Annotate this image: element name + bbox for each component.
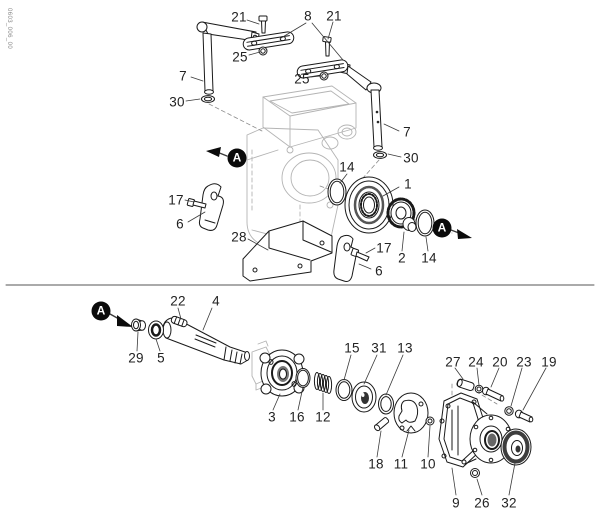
callout-bracket-6-right: 6 (375, 263, 383, 279)
callout-plug-26: 26 (474, 495, 490, 511)
callout-ring-5: 5 (157, 350, 165, 366)
callout-housing-9: 9 (452, 495, 460, 511)
part-nut-25-left-drawing (258, 46, 268, 56)
part-washer-30-left-drawing (201, 95, 215, 103)
view-marker-a-bottom: A (91, 301, 111, 321)
part-ring-13-drawing (378, 393, 394, 415)
callout-oring-14-left: 14 (339, 159, 355, 175)
part-bearing-1-drawing (344, 176, 394, 234)
callout-pin-27: 27 (445, 354, 461, 370)
part-housing-9-drawing (438, 392, 513, 468)
part-pin-27-drawing (456, 378, 475, 391)
callout-bolt-20: 20 (492, 354, 508, 370)
callout-bracket-6-left: 6 (176, 216, 184, 232)
callout-control-rod-7-right: 7 (403, 124, 411, 140)
part-washer-24-drawing (474, 384, 484, 394)
part-bolt-17-right-drawing (350, 247, 370, 262)
view-arrow-right (457, 229, 472, 239)
part-bearing-31-drawing (351, 381, 377, 413)
part-washer-15-drawing (335, 379, 353, 401)
callout-oring-14-right: 14 (421, 250, 437, 266)
part-bracket-6-right-drawing (333, 234, 357, 282)
part-bushing-29-drawing (131, 318, 146, 332)
callout-spring-12: 12 (315, 409, 331, 425)
part-oring-14-left-drawing (327, 178, 347, 206)
callout-gear-2: 2 (398, 250, 406, 266)
part-nut-23-drawing (504, 406, 514, 416)
part-spring-12-drawing (313, 372, 333, 394)
callout-clamp-bolt-21-right: 21 (326, 8, 342, 24)
part-gear-2-drawing (386, 197, 417, 232)
part-guard-28-drawing (242, 220, 333, 282)
part-bolt-21-left-drawing (258, 15, 268, 34)
callout-plate-11: 11 (393, 456, 409, 472)
part-bolt-20-drawing (482, 386, 505, 402)
callout-flange-3: 3 (268, 409, 276, 425)
part-ring-5-drawing (148, 320, 164, 340)
part-plug-26-drawing (470, 468, 480, 478)
callout-ball-10: 10 (420, 456, 436, 472)
top-assembly-drawing (184, 15, 472, 282)
callout-washer-24: 24 (468, 354, 484, 370)
callout-key-22: 22 (170, 293, 186, 309)
callout-bolt-17-left: 17 (168, 192, 184, 208)
part-seal-32-drawing (500, 428, 532, 466)
callout-bushing-29: 29 (128, 350, 144, 366)
callout-bolt-19: 19 (541, 354, 557, 370)
callout-nut-25-left: 25 (232, 49, 248, 65)
bottom-assembly-drawing (109, 307, 547, 496)
callout-pin-18: 18 (368, 456, 384, 472)
part-bracket-6-left-drawing (198, 183, 224, 231)
callout-washer-30-left: 30 (169, 94, 185, 110)
callout-clamp-plates-8: 8 (304, 8, 312, 24)
part-control-rod-left-drawing (196, 21, 260, 95)
callout-washer-15: 15 (344, 340, 360, 356)
leader-lines-bottom (136, 307, 547, 496)
view-arrow-left (206, 147, 221, 157)
callout-oring-16: 16 (289, 409, 305, 425)
part-plate-11-drawing (393, 392, 429, 434)
part-oring-14-right-drawing (415, 209, 435, 237)
callout-bolt-17-right: 17 (376, 240, 392, 256)
callout-nut-25-right: 25 (294, 71, 310, 87)
leader-lines-top (184, 19, 429, 270)
part-oring-16-drawing (295, 368, 311, 388)
callout-bearing-31: 31 (371, 340, 387, 356)
view-marker-a-top-left: A (227, 148, 247, 168)
callout-clamp-bolt-21-left: 21 (231, 9, 247, 25)
part-bolt-19-drawing (514, 409, 534, 423)
callout-ring-13: 13 (397, 340, 413, 356)
part-washer-30-right-drawing (373, 151, 387, 159)
callout-seal-32: 32 (501, 495, 517, 511)
callout-nut-23: 23 (516, 354, 532, 370)
part-bolt-21-right-drawing (322, 36, 332, 57)
callout-guard-28: 28 (231, 229, 247, 245)
part-ball-10-drawing (425, 416, 435, 426)
ghost-housing-drawing (246, 85, 357, 256)
callout-washer-30-right: 30 (403, 150, 419, 166)
callout-shaft-4: 4 (212, 293, 220, 309)
view-marker-a-top-right: A (432, 218, 452, 238)
part-shaft-4-drawing (162, 317, 250, 365)
callout-control-rod-7-left: 7 (179, 68, 187, 84)
callout-bearing-1: 1 (404, 176, 412, 192)
view-arrow-bottom (117, 315, 133, 327)
part-key-22-drawing (170, 315, 188, 328)
part-pin-18-drawing (373, 417, 390, 432)
